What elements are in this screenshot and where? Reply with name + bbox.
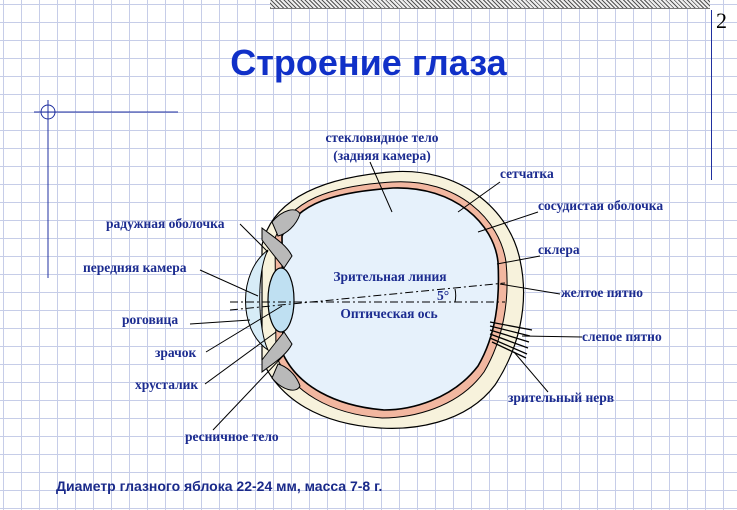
vitreous-label-sub: (задняя камера) [333,148,431,163]
vitreous-label: стекловидное тело [325,130,438,145]
pupil-label: зрачок [155,345,197,360]
visual-axis-line [229,282,506,311]
angle-label: 5° [437,288,449,303]
cornea-label: роговица [122,312,178,327]
optic-nerve [489,321,533,359]
iris-shape-lower [261,331,293,374]
lens-label: хрусталик [135,377,198,392]
optic-nerve-label: зрительный нерв [508,390,614,405]
ciliary-body-label: ресничное тело [185,429,279,444]
top-hatched-bar [270,0,710,9]
optical-axis-label: Оптическая ось [340,306,437,321]
page-number: 2 [716,8,727,33]
macula-label: желтое пятно [561,285,643,300]
retina-label: сетчатка [500,166,554,181]
right-margin-line [711,10,712,180]
lens-shape [267,267,295,333]
footer-note: Диаметр глазного яблока 22-24 мм, масса … [56,478,383,494]
iris-label: радужная оболочка [106,216,225,231]
vitreous-body [281,187,500,411]
blind-spot-label: слепое пятно [582,329,662,344]
ciliary-body-lower [271,363,301,391]
leader-lines [189,161,583,431]
visual-line-label: Зрительная линия [333,269,446,284]
page-title: Строение глаза [230,42,507,83]
crosshair-decoration [34,100,178,278]
iris-shape [261,226,293,269]
angle-arc [454,288,457,303]
ciliary-body-upper [271,209,301,237]
choroid-label: сосудистая оболочка [538,198,663,213]
sclera-label: склера [538,242,580,257]
anterior-chamber-label: передняя камера [83,260,187,275]
